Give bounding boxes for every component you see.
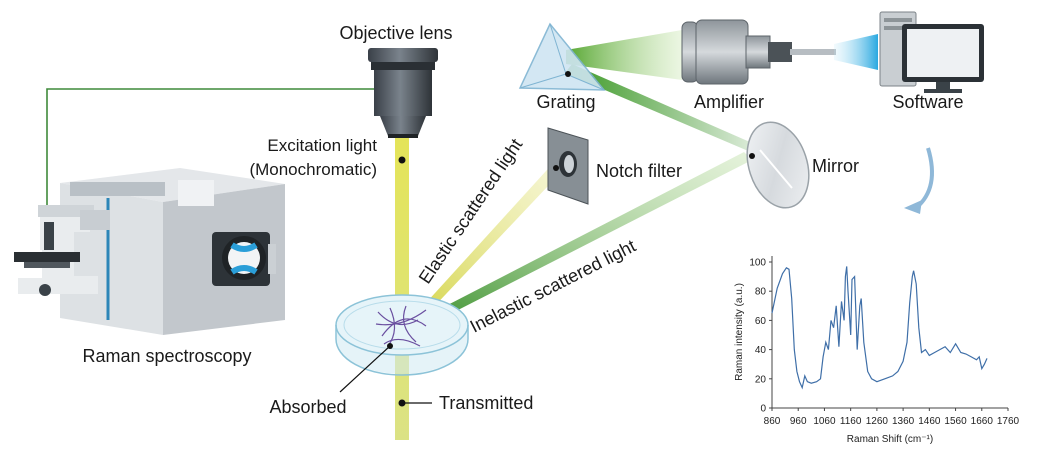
label-absorbed: Absorbed xyxy=(269,397,346,417)
computer-icon xyxy=(879,11,984,93)
chart-series-line xyxy=(771,266,988,390)
y-tick-label: 60 xyxy=(755,316,767,327)
sample-fibers xyxy=(375,305,427,347)
chart-y-ticks: 0 20 40 60 80 100 xyxy=(749,258,772,415)
x-tick-label: 1060 xyxy=(813,416,836,427)
petri-dish-icon xyxy=(335,294,469,376)
x-tick-label: 1660 xyxy=(971,416,994,427)
chart-x-label: Raman Shift (cm⁻¹) xyxy=(847,434,933,445)
y-tick-label: 80 xyxy=(755,287,767,298)
x-tick-label: 1260 xyxy=(866,416,889,427)
x-tick-label: 960 xyxy=(790,416,807,427)
pointer-markers xyxy=(339,71,755,407)
curved-arrow-icon xyxy=(914,147,934,210)
excitation-beam xyxy=(395,136,409,440)
light-beams xyxy=(395,30,768,440)
raman-spectrometer-icon xyxy=(14,168,285,335)
x-tick-label: 1560 xyxy=(944,416,967,427)
label-grating: Grating xyxy=(536,92,595,112)
y-tick-label: 0 xyxy=(760,404,766,415)
elastic-beam xyxy=(405,160,565,330)
label-notch-filter: Notch filter xyxy=(596,161,682,181)
x-tick-label: 1360 xyxy=(892,416,915,427)
label-excitation-line2: (Monochromatic) xyxy=(249,160,377,179)
y-tick-label: 20 xyxy=(755,374,767,385)
x-tick-label: 860 xyxy=(764,416,781,427)
label-amplifier: Amplifier xyxy=(694,92,764,112)
connector-line xyxy=(46,88,388,215)
label-objective-lens: Objective lens xyxy=(339,23,452,43)
x-tick-label: 1160 xyxy=(840,416,862,427)
objective-lens-icon xyxy=(368,48,438,138)
mirror-icon xyxy=(746,121,810,209)
notch-filter-icon xyxy=(547,127,589,205)
inelastic-beam xyxy=(405,152,752,336)
label-raman-spectroscopy: Raman spectroscopy xyxy=(82,346,251,366)
x-tick-label: 1760 xyxy=(997,416,1020,427)
chart-y-label: Raman intensity (a.u.) xyxy=(734,283,745,381)
mirror-to-grating-beam xyxy=(565,64,768,156)
label-transmitted: Transmitted xyxy=(439,393,533,413)
grating-prism-icon xyxy=(518,22,606,91)
label-mirror: Mirror xyxy=(812,156,859,176)
grating-to-amplifier-beam xyxy=(566,30,682,80)
x-tick-label: 1460 xyxy=(918,416,941,427)
arrow-head-icon xyxy=(904,200,922,214)
y-tick-label: 40 xyxy=(755,345,767,356)
label-excitation-line1: Excitation light xyxy=(267,136,377,155)
label-software: Software xyxy=(892,92,963,112)
amplifier-icon xyxy=(681,19,878,85)
y-tick-label: 100 xyxy=(749,258,766,269)
